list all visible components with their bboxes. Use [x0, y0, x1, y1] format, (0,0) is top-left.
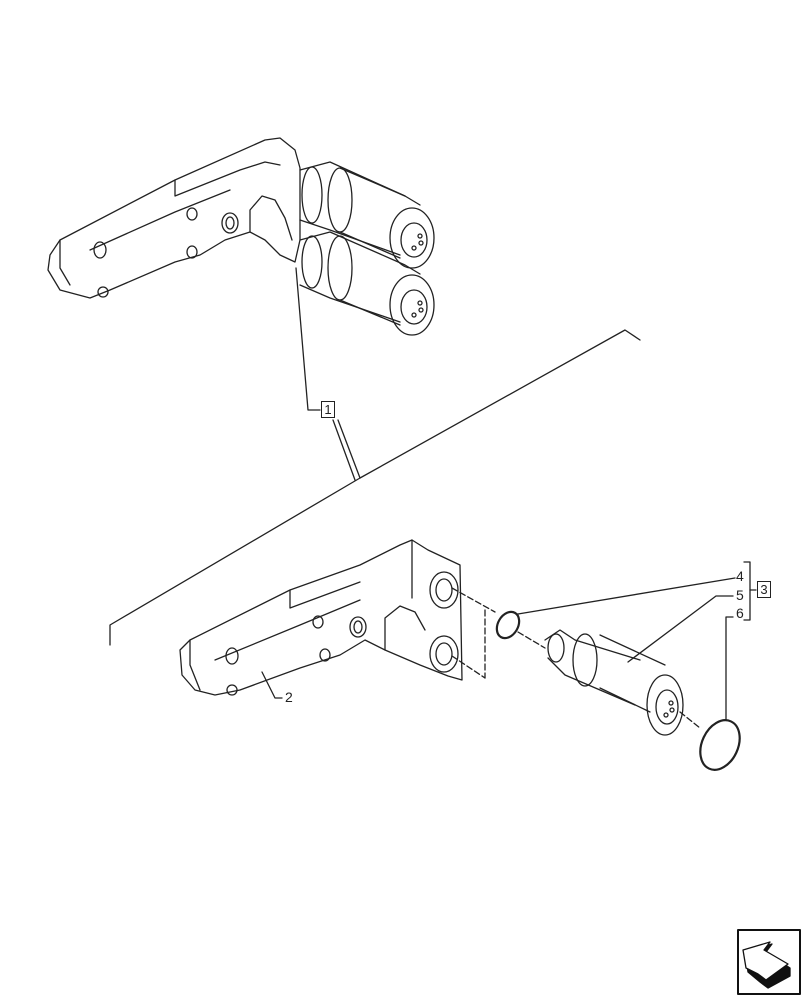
leader-line-1 [295, 267, 321, 411]
leader-line-4 [517, 577, 736, 615]
leader-line-2 [261, 671, 283, 699]
callout-2[interactable]: 2 [285, 689, 293, 705]
divider-line [109, 329, 641, 646]
callout-5[interactable]: 5 [736, 587, 744, 603]
top-assembly-illustration [47, 137, 435, 336]
leader-line-5 [627, 595, 734, 663]
leader-line-6 [725, 616, 734, 721]
navigate-back-arrow-icon[interactable] [737, 929, 801, 995]
callout-1[interactable]: 1 [321, 401, 335, 418]
group-bracket [743, 561, 751, 621]
callout-3[interactable]: 3 [757, 581, 771, 598]
callout-4[interactable]: 4 [736, 568, 744, 584]
callout-6[interactable]: 6 [736, 605, 744, 621]
bottom-assembly-illustration [179, 539, 741, 771]
